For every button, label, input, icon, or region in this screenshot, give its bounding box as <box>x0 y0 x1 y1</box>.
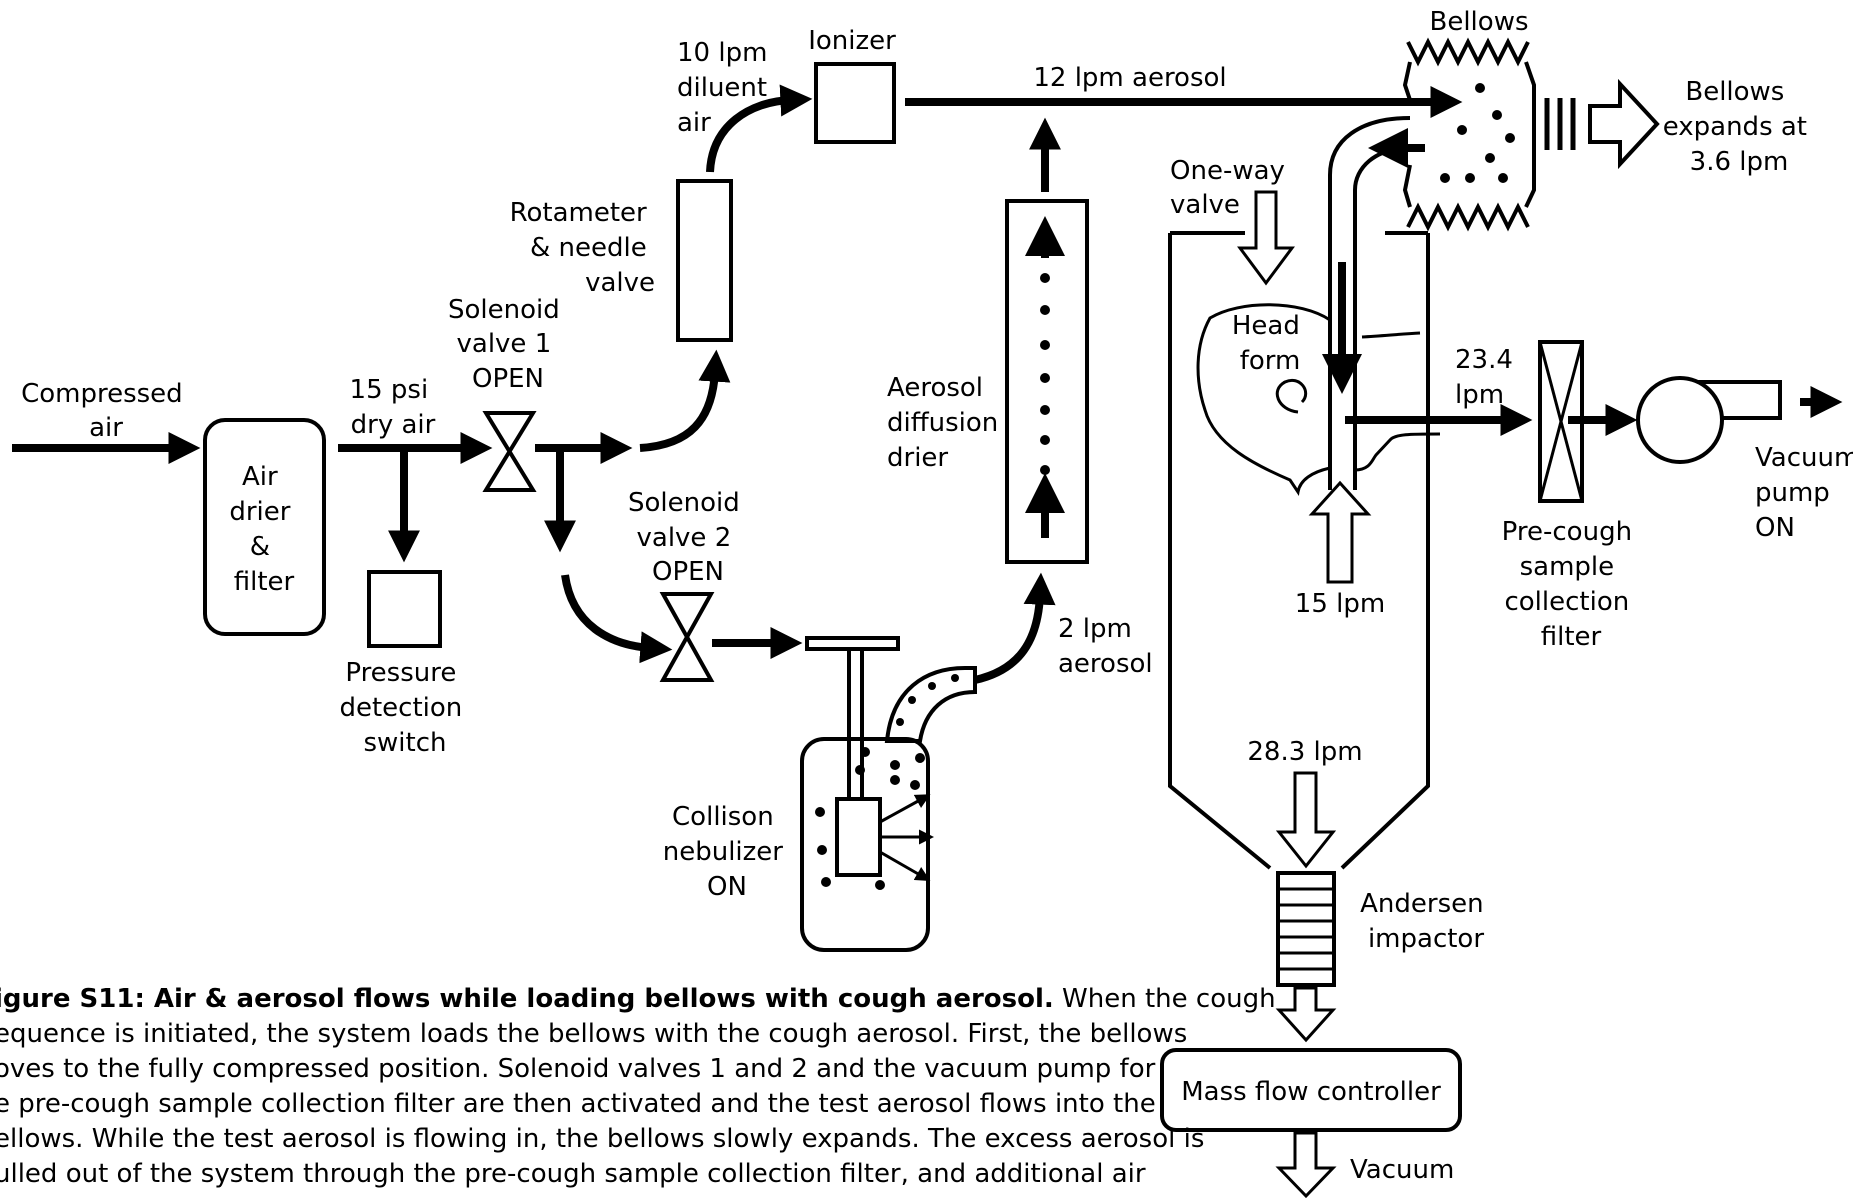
label-solenoid-1: Solenoid valve 1 OPEN <box>448 295 568 394</box>
bellows-sides <box>1402 61 1536 208</box>
label-diluent: 10 lpm diluent air <box>677 38 776 138</box>
drier-dot <box>1040 405 1050 415</box>
label-12lpm-aerosol: 12 lpm aerosol <box>1033 63 1226 93</box>
solenoid-valve-1 <box>482 411 537 492</box>
spray-arrow-1 <box>879 794 931 824</box>
bellows-dot <box>1492 110 1502 120</box>
bellows-dot <box>1485 153 1495 163</box>
nebulizer-droplet <box>855 765 865 775</box>
filter-cross-2 <box>1538 341 1584 502</box>
bellows-dot <box>1505 133 1515 143</box>
caption-line: e pre-cough sample collection filter are… <box>0 1089 1156 1119</box>
label-bellows: Bellows <box>1430 7 1529 37</box>
bellows-top-zigzag <box>1406 37 1530 67</box>
nebulizer-droplet <box>910 780 920 790</box>
arrow-diluent <box>706 84 813 173</box>
label-vacuum: Vacuum <box>1350 1155 1454 1185</box>
label-air-drier: Air drier & filter <box>229 462 298 597</box>
cough-chamber <box>1168 233 1430 870</box>
nebulizer-droplet <box>817 845 827 855</box>
head-form-outline <box>1196 303 1441 496</box>
bellows-tube <box>1328 116 1411 490</box>
outlet-droplet <box>951 674 959 682</box>
arrow-to-rotameter <box>639 349 731 452</box>
outflow-283lpm-arrow <box>1275 771 1337 869</box>
nebulizer-droplet <box>890 760 900 770</box>
spray-arrow-3 <box>879 850 931 881</box>
label-solenoid-2: Solenoid valve 2 OPEN <box>628 488 748 587</box>
drier-dot <box>1040 373 1050 383</box>
precough-filter-box <box>1538 340 1584 503</box>
nebulizer-droplet <box>860 747 870 757</box>
nebulizer-nozzle <box>835 797 882 877</box>
caption-line-1-rest: When the cough <box>1053 984 1276 1014</box>
label-mass-flow: Mass flow controller <box>1181 1077 1441 1107</box>
arrow-to-sol2 <box>561 574 673 664</box>
solenoid-valve-2 <box>659 592 715 682</box>
ionizer-box <box>814 62 896 144</box>
nebulizer-droplet <box>915 753 925 763</box>
caption-line: ellows. While the test aerosol is flowin… <box>0 1124 1205 1154</box>
outlet-droplet <box>908 696 916 704</box>
bellows-dot <box>1440 173 1450 183</box>
nebulizer-droplet <box>875 880 885 890</box>
label-andersen: Andersen impactor <box>1360 889 1492 954</box>
head-form-ear <box>1275 378 1308 414</box>
vacuum-out-arrow <box>1275 1131 1337 1199</box>
nebulizer-droplet <box>890 775 900 785</box>
drier-dot <box>1040 305 1050 315</box>
label-rotameter: Rotameter & needle valve <box>510 198 655 298</box>
nebulizer-droplet <box>815 807 825 817</box>
label-diffusion-drier: Aerosol diffusion drier <box>887 373 1007 473</box>
outlet-droplet <box>896 718 904 726</box>
andersen-impactor-box <box>1276 871 1336 987</box>
impactor-out-arrow <box>1275 986 1337 1043</box>
bellows-dot <box>1457 125 1467 135</box>
vacuum-pump-body <box>1636 376 1724 464</box>
bellows-dot <box>1475 83 1485 93</box>
one-way-valve-arrow <box>1237 190 1295 286</box>
outlet-droplet <box>928 682 936 690</box>
label-283lpm: 28.3 lpm <box>1247 737 1362 767</box>
label-234lpm: 23.4 lpm <box>1455 345 1521 410</box>
label-one-way-valve: One-way valve <box>1170 156 1293 220</box>
label-pressure-switch: Pressure detection switch <box>339 658 470 758</box>
pressure-switch-box <box>367 570 442 648</box>
label-ionizer: Ionizer <box>808 26 896 56</box>
caption-title: igure S11: Air & aerosol flows while loa… <box>0 984 1054 1014</box>
inflow-15lpm-arrow <box>1308 480 1372 584</box>
caption-line: equence is initiated, the system loads t… <box>0 1019 1188 1049</box>
rotameter-box <box>676 179 733 342</box>
nebulizer-outlet <box>884 666 977 743</box>
air-drier-box <box>203 418 326 636</box>
caption-line: oves to the fully compressed position. S… <box>0 1054 1156 1084</box>
nebulizer-droplet <box>821 877 831 887</box>
mass-flow-controller-box <box>1160 1048 1462 1132</box>
arrow-2lpm <box>974 572 1056 684</box>
drier-dot <box>1040 273 1050 283</box>
nebulizer-jar <box>800 737 930 952</box>
label-nebulizer: Collison nebulizer ON <box>663 802 792 902</box>
label-compressed-air: Compressed air <box>21 379 191 443</box>
caption-line-1: igure S11: Air & aerosol flows while loa… <box>0 982 1276 1017</box>
drier-dot <box>1040 435 1050 445</box>
diffusion-drier-box <box>1005 199 1089 564</box>
label-head-form: Head form <box>1232 311 1308 376</box>
label-precough-filter: Pre-cough sample collection filter <box>1502 517 1641 652</box>
nebulizer-cap <box>805 636 900 651</box>
label-15lpm: 15 lpm <box>1295 589 1385 619</box>
bellows-dot <box>1498 173 1508 183</box>
drier-dot <box>1040 465 1050 475</box>
label-bellows-expands: Bellows expands at 3.6 lpm <box>1663 77 1816 177</box>
drier-dot <box>1040 340 1050 350</box>
bellows-bottom-zigzag <box>1406 202 1530 232</box>
figure-caption: igure S11: Air & aerosol flows while loa… <box>0 982 1276 1192</box>
label-2lpm-aerosol: 2 lpm aerosol <box>1058 614 1153 679</box>
bellows-dot <box>1465 173 1475 183</box>
caption-line: ulled out of the system through the pre-… <box>0 1159 1146 1189</box>
bellows-expand-arrow <box>1588 78 1660 170</box>
label-vacuum-pump: Vacuum pump ON <box>1755 443 1853 543</box>
label-dry-air: 15 psi dry air <box>350 375 437 440</box>
